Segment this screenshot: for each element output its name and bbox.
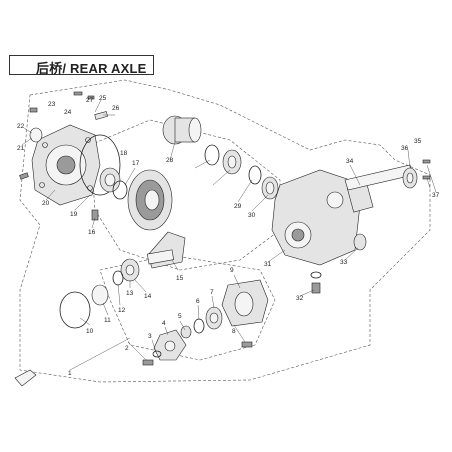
- shim-ring-part: [112, 270, 124, 286]
- shim-ring-part: [193, 318, 205, 334]
- callout-35: 35: [414, 138, 422, 145]
- callout-3: 3: [148, 333, 152, 340]
- callout-20: 20: [42, 200, 50, 207]
- callout-36: 36: [401, 145, 409, 152]
- page-title: 后桥/ REAR AXLE: [36, 61, 147, 76]
- oring-part: [59, 291, 91, 329]
- callout-17: 17: [132, 160, 140, 167]
- bolt-part: [19, 172, 29, 180]
- seal-inner-part: [406, 172, 414, 184]
- callout-16: 16: [88, 229, 96, 236]
- callout-33: 33: [340, 259, 348, 266]
- callout-14: 14: [144, 293, 152, 300]
- bearing-inner-part: [227, 155, 237, 169]
- callout-7: 7: [210, 289, 214, 296]
- callout-27: 27: [86, 97, 94, 104]
- callout-2: 2: [125, 345, 129, 352]
- circlip-part: [248, 165, 262, 185]
- callout-23: 23: [48, 101, 56, 108]
- washer-part: [152, 350, 162, 358]
- callout-13: 13: [126, 290, 134, 297]
- bearing-inner-part: [209, 312, 219, 324]
- callout-26: 26: [112, 105, 120, 112]
- bolt-part: [422, 159, 431, 164]
- bolt-part: [91, 209, 99, 221]
- callout-24: 24: [64, 109, 72, 116]
- callout-29: 29: [234, 203, 242, 210]
- callout-22: 22: [17, 123, 25, 130]
- axle-housing-part: [271, 169, 374, 266]
- callout-1: 1: [68, 370, 72, 377]
- callout-labels: 1 2 3 4 5 6 7 8 9 10 11 12 13 14 15 16 1…: [17, 95, 440, 377]
- drain-plug-part: [311, 282, 321, 294]
- callout-37: 37: [432, 192, 440, 199]
- title-box: 后桥/ REAR AXLE: [9, 55, 154, 76]
- callout-28: 28: [166, 157, 174, 164]
- callout-10: 10: [86, 328, 94, 335]
- callout-31: 31: [264, 261, 272, 268]
- callout-18: 18: [120, 150, 128, 157]
- assembly-boundary: [19, 79, 431, 383]
- bolt-part: [142, 359, 154, 366]
- bolt-part: [87, 95, 95, 100]
- fr-arrow-icon: [14, 369, 37, 387]
- oring-part: [204, 144, 220, 166]
- seal-part: [29, 127, 43, 143]
- seal-inner-part: [265, 181, 275, 195]
- callout-25: 25: [99, 95, 107, 102]
- callout-6: 6: [196, 298, 200, 305]
- shim-ring-part: [112, 180, 128, 200]
- rear-cover-part: [31, 124, 101, 206]
- callout-12: 12: [118, 307, 126, 314]
- callout-21: 21: [17, 145, 25, 152]
- flange-part: [153, 329, 187, 361]
- callout-11: 11: [104, 317, 111, 324]
- callout-30: 30: [248, 212, 256, 219]
- leader-lines: [21, 99, 437, 371]
- pinion-housing-part: [221, 279, 269, 327]
- bolt-part: [241, 341, 253, 348]
- pinion-group-boundary: [99, 254, 276, 361]
- oring-part: [79, 134, 121, 196]
- ring-gear-part: [127, 169, 173, 231]
- bolt-part: [73, 91, 83, 96]
- gear-group-boundary: [89, 119, 281, 271]
- washer-part: [310, 271, 322, 279]
- bearing-inner-part: [104, 173, 116, 187]
- bolt-part: [29, 107, 38, 113]
- callout-5: 5: [178, 313, 182, 320]
- seal-part: [353, 233, 367, 251]
- pinion-shaft-part: [146, 231, 186, 269]
- callout-8: 8: [232, 328, 236, 335]
- cover-plate-part: [91, 284, 109, 306]
- callout-15: 15: [176, 275, 184, 282]
- shim-part: [94, 111, 108, 120]
- differential-carrier-part: [162, 115, 202, 145]
- callout-19: 19: [70, 211, 78, 218]
- seal-part: [180, 325, 192, 339]
- callout-34: 34: [346, 158, 354, 165]
- bearing-inner-part: [125, 264, 135, 276]
- callout-32: 32: [296, 295, 304, 302]
- bolt-part: [422, 175, 431, 180]
- callout-9: 9: [230, 267, 234, 274]
- callout-4: 4: [162, 320, 166, 327]
